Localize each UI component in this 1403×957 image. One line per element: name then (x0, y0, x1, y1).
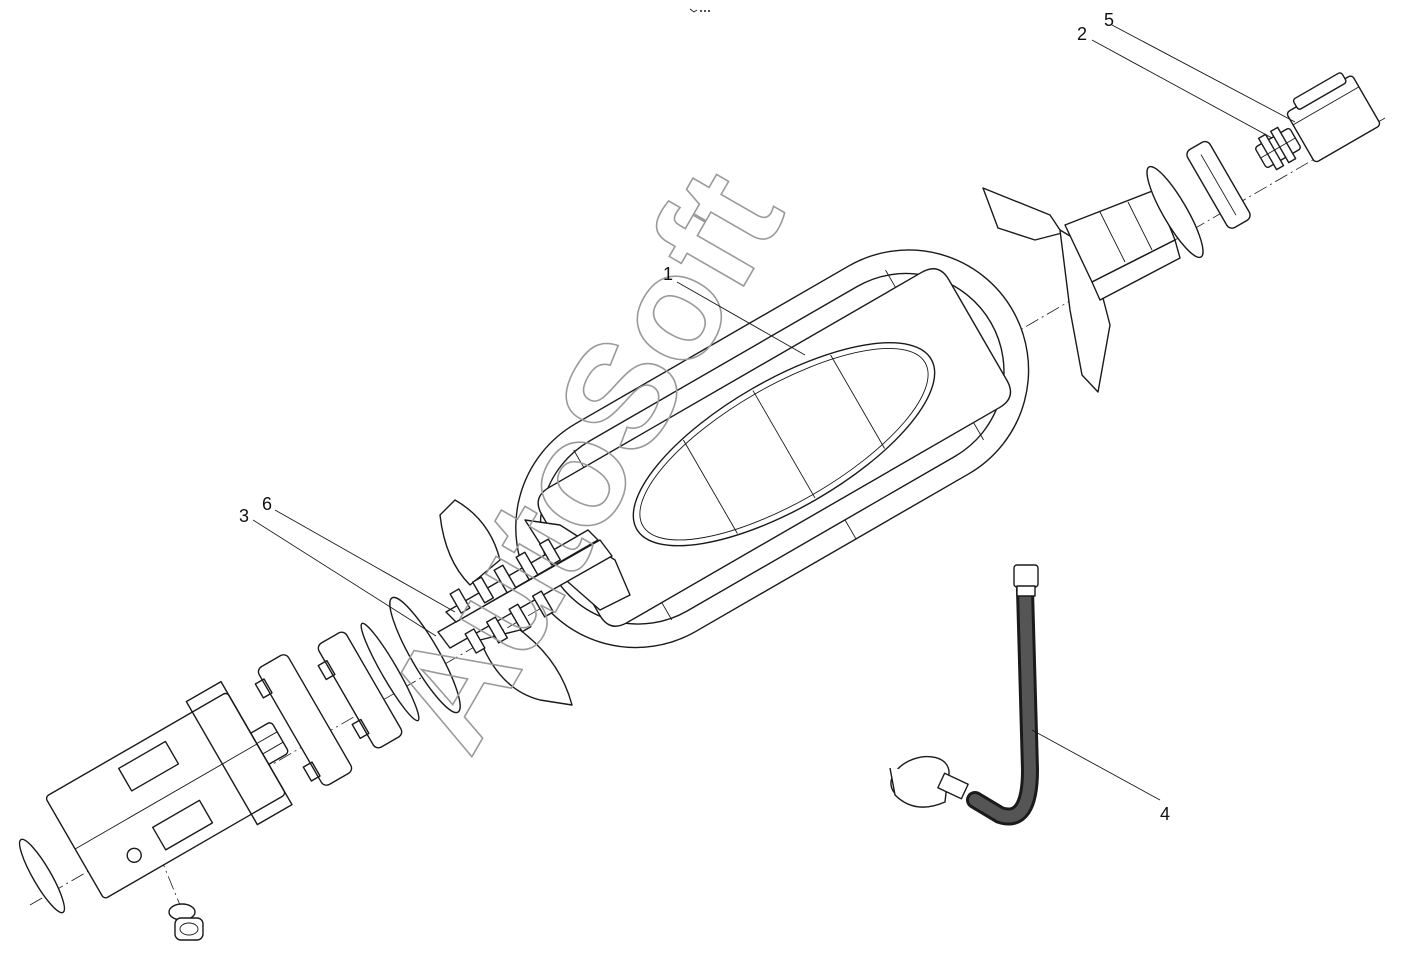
left-washer-large (389, 596, 461, 714)
callout-3-label: 3 (239, 506, 249, 526)
callout-1-label: 1 (663, 264, 673, 284)
callout-4: 4 (1031, 729, 1170, 824)
callout-3: 3 (239, 506, 437, 637)
top-mark (689, 8, 710, 13)
callout-6-label: 6 (262, 494, 272, 514)
right-ring (1186, 140, 1251, 229)
gas-valve (1255, 126, 1301, 171)
pressure-hose (966, 564, 1039, 826)
callout-1: 1 (663, 264, 806, 356)
pressure-gauge (889, 755, 969, 808)
right-washer (1146, 165, 1204, 259)
fluid-port-body (45, 680, 293, 899)
callout-5: 5 (1104, 10, 1296, 123)
callout-4-label: 4 (1160, 804, 1170, 824)
accumulator-shell (515, 249, 1030, 649)
shaft-fins (449, 538, 562, 654)
left-ring-slotted (317, 631, 403, 749)
callout-2-label: 2 (1077, 24, 1087, 44)
valve-cap (1286, 72, 1381, 163)
left-ring-notched (254, 654, 353, 786)
callout-2: 2 (1077, 24, 1273, 139)
end-o-ring (18, 838, 66, 914)
left-washer-thin (360, 622, 420, 722)
drain-plug (168, 903, 204, 941)
callout-5-label: 5 (1104, 10, 1114, 30)
callout-6: 6 (262, 494, 456, 613)
right-end-port (982, 187, 1181, 393)
valve-shaft-assembly (437, 529, 613, 654)
